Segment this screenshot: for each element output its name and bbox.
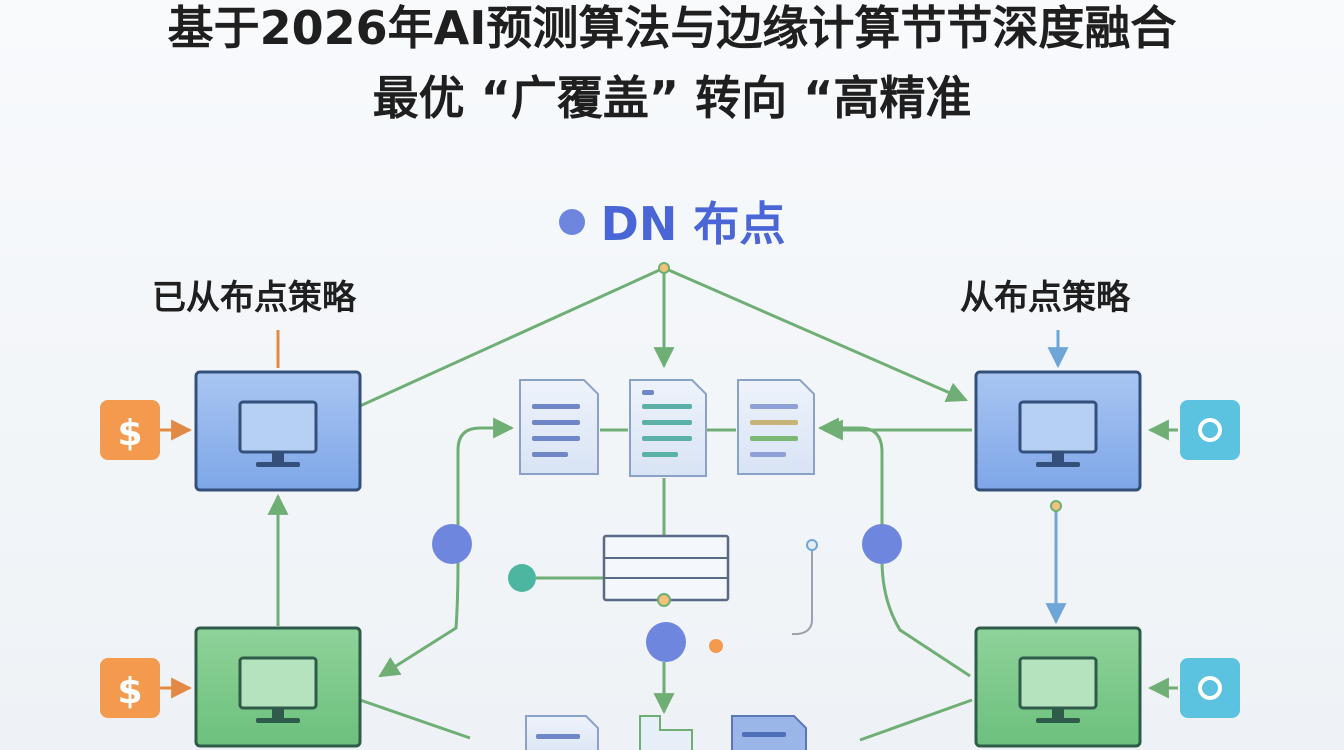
connector-gray-step [792,545,813,635]
dn-header: DN 布点 [0,188,1344,254]
small-node-gray [806,539,818,551]
node-teal [508,564,536,592]
document-1 [519,379,599,475]
small-node-right-vertical [1050,500,1062,512]
connector-hub-left-top [359,266,665,408]
left-group-label: 已从布点策略 [152,278,356,318]
hub-node [658,262,670,274]
dollar-icon: $ [100,400,160,460]
document-3 [737,379,815,475]
document-2 [629,379,707,477]
node-orange-small [709,639,723,653]
dn-bullet-dot [558,208,585,235]
node-blue-right [862,524,902,564]
bottom-document-center [639,715,693,750]
monitor-left-bottom [194,626,362,748]
bottom-document-right [731,715,807,750]
page-title-line-2: 最优 “广覆盖” 转向 “高精准 [372,71,972,125]
dollar-icon: $ [100,658,160,718]
node-blue-left [432,524,472,564]
right-group-label: 从布点策略 [960,278,1130,318]
monitor-right-bottom [974,626,1142,748]
monitor-left-top [194,370,362,492]
svg-text:$: $ [117,671,142,712]
target-icon [1180,658,1240,718]
dn-header-label: DN 布点 [600,197,786,251]
server-junction-node [657,593,671,607]
bottom-document-left [525,715,599,750]
target-icon [1180,400,1240,460]
connector-left-bottom-doc [359,698,471,740]
connector-right-bottom-doc [859,698,973,742]
monitor-right-top [974,370,1142,492]
connector-hub-right-top [663,266,968,403]
node-blue-center [646,622,686,662]
svg-text:$: $ [117,413,142,454]
page-title-line-1: 基于2026年AI预测算法与边缘计算节节深度融合 [167,1,1177,55]
connector-lines [267,266,973,742]
server-box [602,534,730,602]
